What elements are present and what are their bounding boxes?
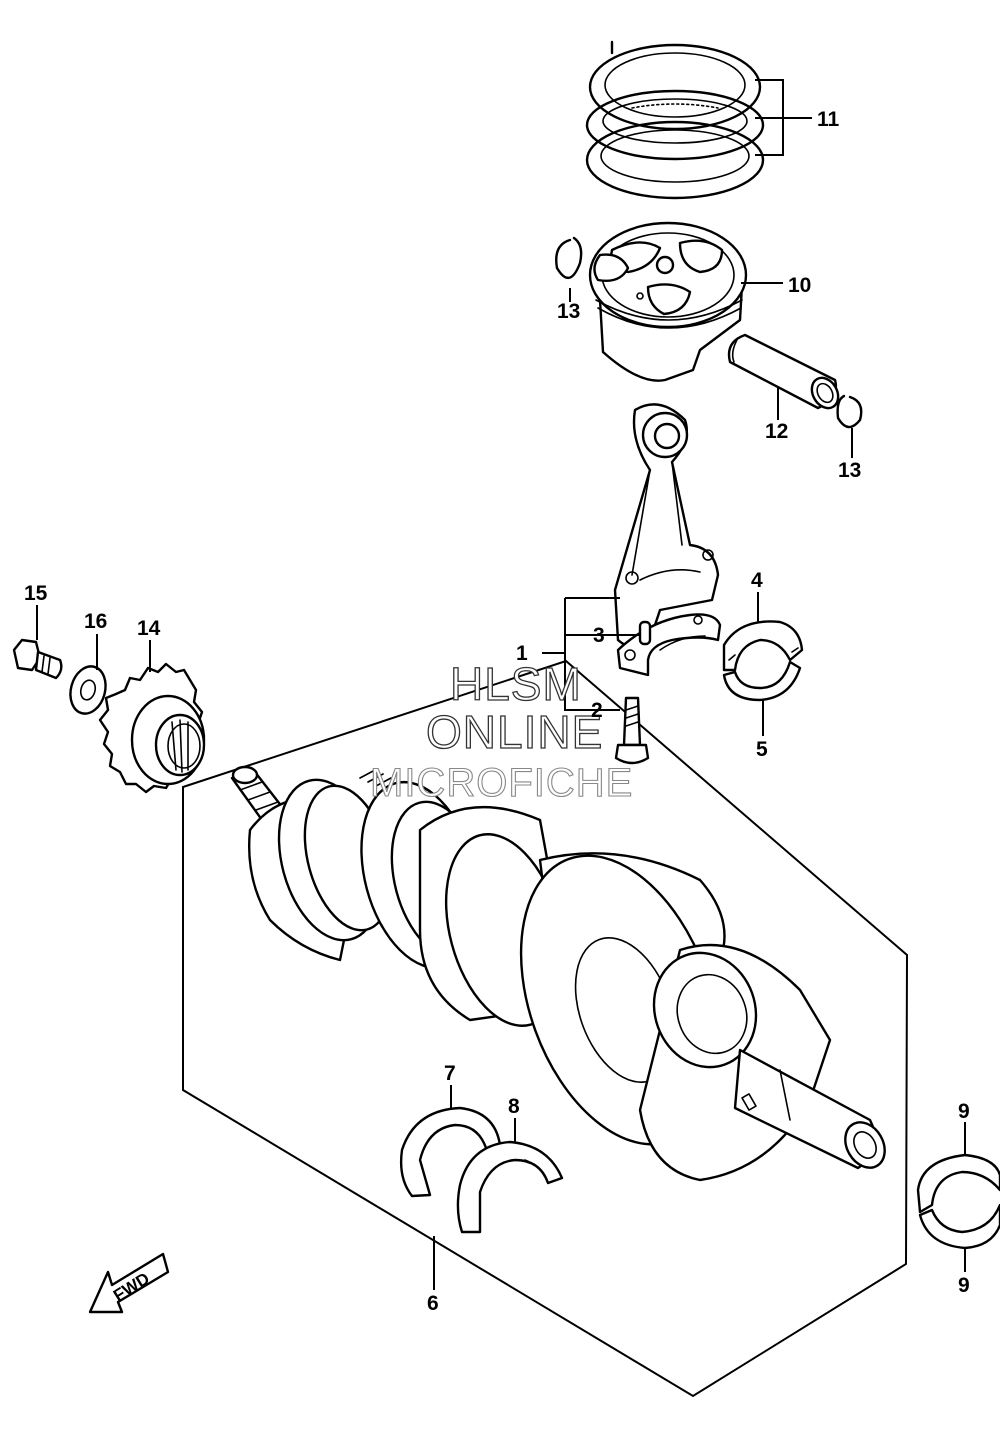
callout-10: 10: [788, 274, 811, 297]
watermark-line-1: HLSM: [450, 658, 582, 710]
leader-11: [755, 79, 812, 156]
callout-7: 7: [444, 1062, 456, 1085]
fwd-arrow-icon: FWD: [88, 1252, 170, 1314]
callout-13-upper: 13: [557, 300, 580, 323]
callout-4: 4: [751, 569, 763, 592]
callout-11: 11: [817, 108, 840, 131]
callout-15: 15: [24, 582, 48, 605]
dowel-pin: [638, 620, 652, 646]
callout-6: 6: [427, 1292, 439, 1315]
callout-5: 5: [756, 738, 768, 761]
callout-3: 3: [593, 624, 605, 647]
rod-bolt: [614, 696, 650, 765]
callout-1: 1: [516, 642, 528, 665]
circlip-upper: [555, 236, 583, 279]
piston: [588, 221, 748, 382]
washer: [69, 665, 107, 715]
crankshaft: [230, 765, 886, 1182]
callout-9-top: 9: [958, 1100, 970, 1123]
callout-13-lower: 13: [838, 459, 861, 482]
callout-8: 8: [508, 1095, 520, 1118]
callout-12: 12: [765, 420, 788, 443]
main-bearing-pair: [916, 1153, 1000, 1250]
watermark-line-2: ONLINE: [426, 706, 603, 758]
callout-2: 2: [591, 699, 603, 722]
circlip-lower: [836, 394, 863, 429]
thrust-bearing-8: [456, 1140, 564, 1234]
piston-pin: [727, 333, 840, 410]
callout-14: 14: [137, 617, 161, 640]
callout-9-bottom: 9: [958, 1274, 970, 1297]
rod-cap: [616, 613, 722, 677]
leader-1-2-3: [542, 597, 640, 711]
callout-16: 16: [84, 610, 107, 633]
connecting-rod: [613, 403, 720, 649]
watermark: HLSM ONLINE MICROFICHE: [369, 657, 633, 805]
watermark-line-3: MICROFICHE: [370, 761, 633, 805]
thrust-bearing-7: [399, 1106, 502, 1198]
sprocket-bolt: [12, 638, 63, 680]
piston-rings: [585, 40, 765, 200]
sprocket-gear: [98, 662, 206, 794]
conrod-bearing-pair: [722, 620, 804, 702]
